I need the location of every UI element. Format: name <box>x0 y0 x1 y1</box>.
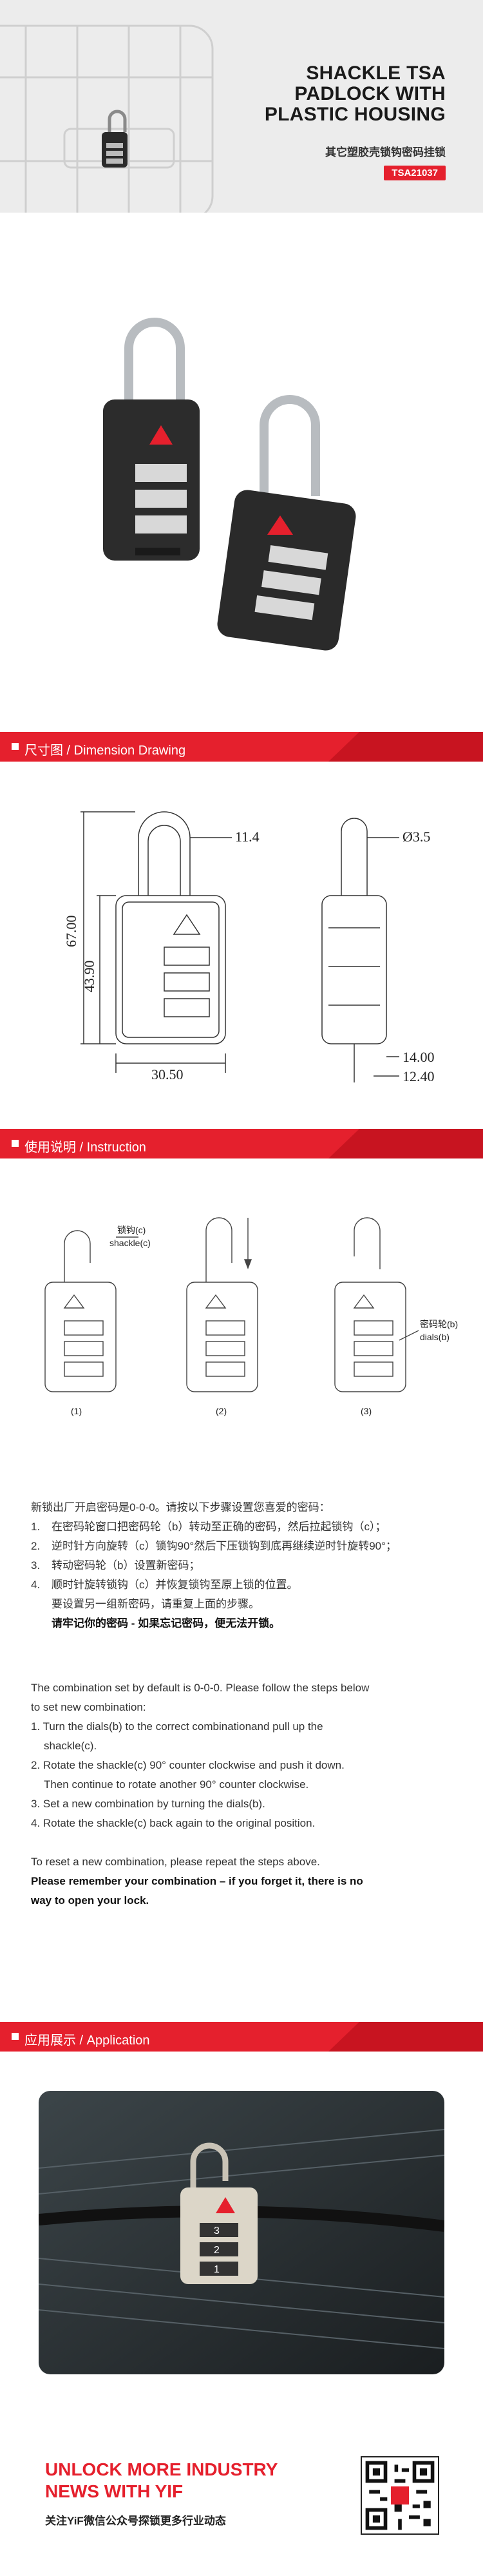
section-tail <box>328 1129 483 1158</box>
zh-intro: 新锁出厂开启密码是0-0-0。请按以下步骤设置您喜爱的密码： <box>31 1501 330 1514</box>
lock-back <box>103 318 200 561</box>
en-warning: Please remember your combination – if yo… <box>31 1875 363 1887</box>
en-intro: to set new combination: <box>31 1701 146 1713</box>
en-step: 1. Turn the dials(b) to the correct comb… <box>31 1720 323 1733</box>
qr-code[interactable] <box>361 2456 439 2535</box>
hero-title: SHACKLE TSA PADLOCK WITH PLASTIC HOUSING <box>264 62 446 125</box>
instructions-en: The combination set by default is 0-0-0.… <box>31 1678 456 1910</box>
en-step: Then continue to rotate another 90° coun… <box>44 1778 309 1791</box>
shackle-label-zh: 锁钩(c) <box>117 1225 146 1235</box>
section-title: 使用说明 / Instruction <box>24 1140 146 1155</box>
dim-12-4: 12.40 <box>402 1068 435 1084</box>
section-tail <box>328 732 483 762</box>
application-photo: 3 2 1 <box>39 2091 444 2374</box>
section-tail <box>328 2022 483 2052</box>
product-photo <box>103 318 356 651</box>
section-header-application: 应用展示 / Application <box>0 2022 483 2052</box>
dim-67: 67.00 <box>63 916 79 948</box>
model-code-badge: TSA21037 <box>384 166 446 180</box>
zh-warning: 请牢记你的密码 - 如果忘记密码，便无法开锁。 <box>52 1617 281 1629</box>
zh-step: 1.在密码轮窗口把密码轮（b）转动至正确的密码，然后拉起锁钩（c）； <box>31 1521 386 1533</box>
section-title: 应用展示 / Application <box>24 2033 150 2048</box>
dials-label-en: dials(b) <box>420 1332 450 1342</box>
section-marker <box>12 2033 19 2040</box>
footer-title: UNLOCK MORE INDUSTRY NEWS WITH YIF <box>45 2459 278 2501</box>
instructions-zh: 新锁出厂开启密码是0-0-0。请按以下步骤设置您喜爱的密码： 1.在密码轮窗口把… <box>31 1498 456 1633</box>
section-header-instruction: 使用说明 / Instruction <box>0 1129 483 1158</box>
dim-11-4: 11.4 <box>235 829 260 845</box>
en-warning: way to open your lock. <box>31 1894 149 1907</box>
hero-banner <box>0 0 483 213</box>
instruction-figures: 锁钩(c) shackle(c) 密码轮(b) dials(b) (1) (2)… <box>44 1217 458 1416</box>
en-intro: The combination set by default is 0-0-0.… <box>31 1682 370 1694</box>
zh-step: 3.转动密码轮（b）设置新密码； <box>31 1559 200 1572</box>
en-step: 4. Rotate the shackle(c) back again to t… <box>31 1817 316 1829</box>
shackle-label-en: shackle(c) <box>109 1238 151 1248</box>
section-marker <box>12 1140 19 1147</box>
hero-subtitle: 其它塑胶壳锁钩密码挂锁 <box>325 146 446 159</box>
dials-label-zh: 密码轮(b) <box>420 1319 458 1329</box>
dial-digit: 3 <box>214 2225 220 2236</box>
suitcase-illustration <box>0 24 214 213</box>
en-step: 3. Set a new combination by turning the … <box>31 1798 265 1810</box>
dim-30-5: 30.50 <box>151 1066 184 1082</box>
zh-step: 4.顺时针旋转锁钩（c）并恢复锁钩至原上锁的位置。 <box>31 1579 298 1591</box>
dim-43-9: 43.90 <box>81 961 97 993</box>
section-title: 尺寸图 / Dimension Drawing <box>24 744 186 758</box>
figure-caption-2: (2) <box>216 1406 227 1416</box>
en-reset: To reset a new combination, please repea… <box>31 1856 320 1868</box>
dial-digit: 1 <box>214 2264 220 2275</box>
dim-3-5: Ø3.5 <box>402 829 430 845</box>
figure-caption-1: (1) <box>71 1406 82 1416</box>
en-step: 2. Rotate the shackle(c) 90° counter clo… <box>31 1759 345 1771</box>
footer-subtitle: 关注YiF微信公众号探锁更多行业动态 <box>45 2515 226 2527</box>
figure-caption-3: (3) <box>361 1406 372 1416</box>
dim-14: 14.00 <box>402 1049 435 1065</box>
zh-reset: 要设置另一组新密码，请重复上面的步骤。 <box>52 1598 260 1610</box>
en-step: shackle(c). <box>44 1740 97 1752</box>
zh-step: 2.逆时针方向旋转（c）锁钩90°然后下压锁钩到底再继续逆时针旋转90°； <box>31 1540 397 1552</box>
dimension-drawing: 11.4 Ø3.5 67.00 43.90 30.50 14.00 12.40 <box>63 811 435 1084</box>
lock-front <box>217 395 356 651</box>
section-marker <box>12 743 19 750</box>
dial-digit: 2 <box>214 2245 220 2256</box>
section-header-dimension: 尺寸图 / Dimension Drawing <box>0 732 483 762</box>
applied-lock: 3 2 1 <box>180 2142 258 2284</box>
